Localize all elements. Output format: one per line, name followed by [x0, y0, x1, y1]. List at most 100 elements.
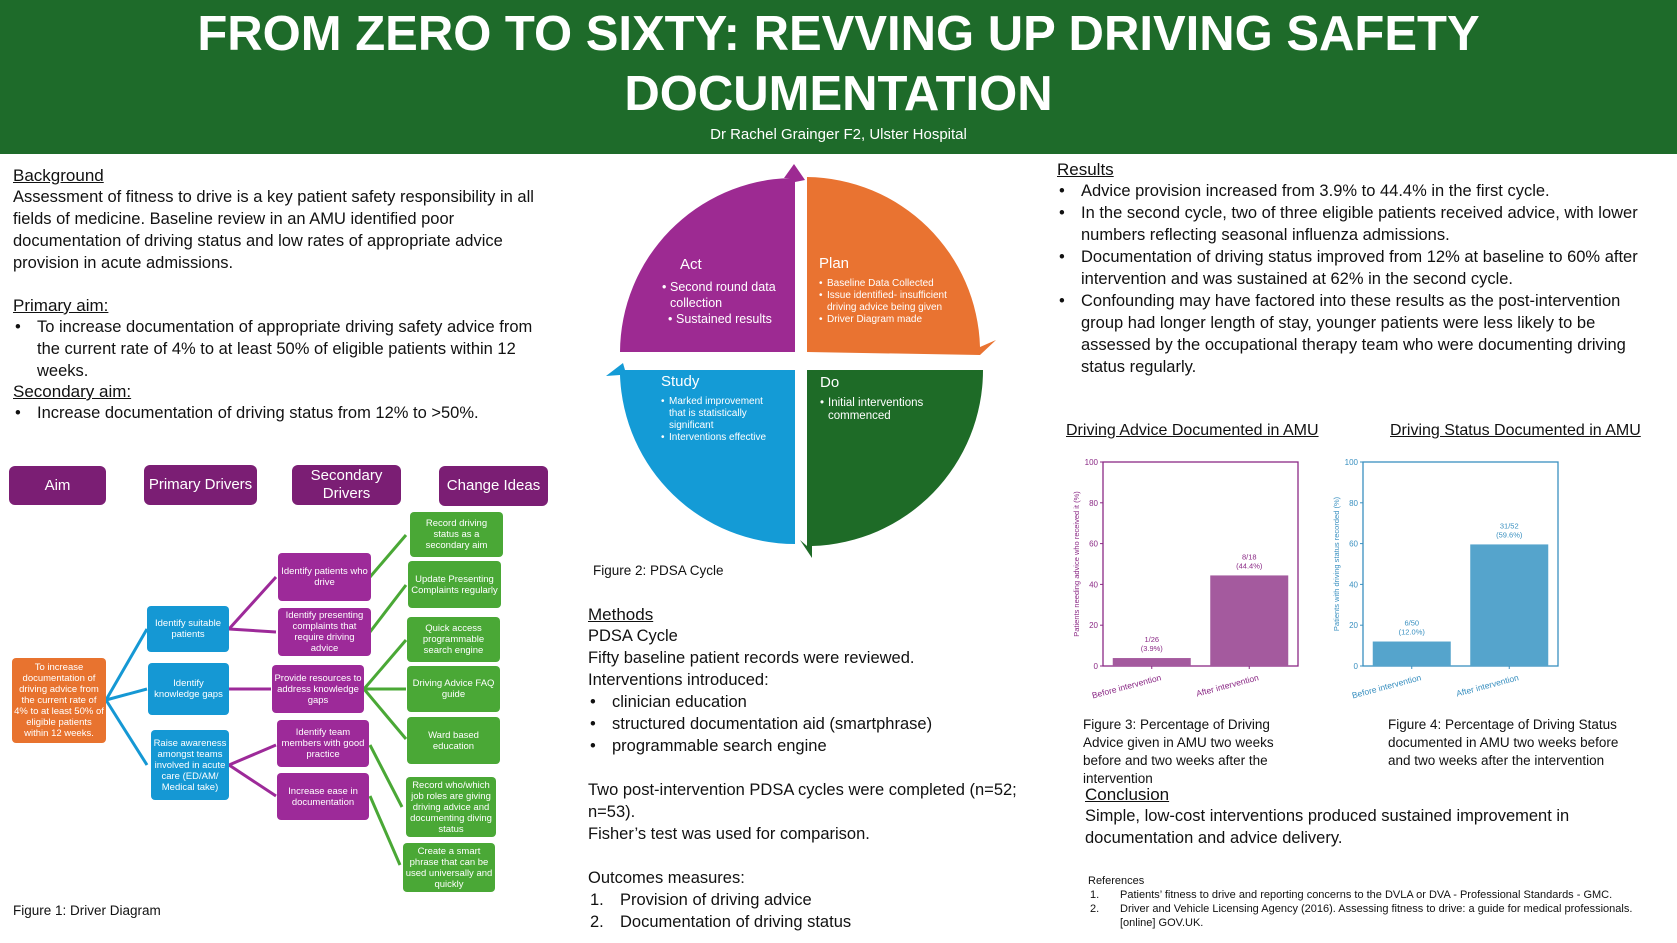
do-panel: Do Initial interventions commenced: [820, 374, 940, 423]
y-tick-label: 0: [1354, 662, 1359, 671]
methods-line: PDSA Cycle: [588, 627, 678, 645]
header-secondary-drivers: Secondary Drivers: [292, 465, 401, 505]
x-tick-label: After intervention: [1455, 672, 1520, 698]
plan-title: Plan: [819, 255, 850, 272]
x-tick-label: Before intervention: [1351, 672, 1423, 700]
methods-line: Interventions introduced:: [588, 671, 769, 689]
bar: [1372, 641, 1451, 666]
secondary-aim-heading: Secondary aim:: [13, 382, 132, 401]
secondary-driver: Identify team members with good practice: [277, 720, 369, 767]
act-item: Second round data collection: [662, 279, 792, 311]
header-aim: Aim: [9, 466, 106, 505]
chart2-title: Driving Status Documented in AMU: [1390, 422, 1641, 439]
plan-panel: Plan Baseline Data CollectedIssue identi…: [819, 255, 949, 326]
methods-line: Fifty baseline patient records were revi…: [588, 649, 915, 667]
plot-frame: [1102, 461, 1299, 667]
y-tick-label: 60: [1089, 540, 1098, 549]
primary-driver: Identify knowledge gaps: [148, 663, 229, 715]
change-idea: Ward based education: [407, 717, 500, 764]
results-item: Documentation of driving status improved…: [1057, 246, 1657, 290]
methods-cycles-text: Two post-intervention PDSA cycles were c…: [588, 781, 1017, 821]
conclusion-text: Simple, low-cost interventions produced …: [1085, 807, 1570, 847]
background-text: Assessment of fitness to drive is a key …: [13, 188, 534, 272]
background-section: Background Assessment of fitness to driv…: [13, 166, 543, 424]
intervention-item: clinician education: [588, 691, 1058, 713]
chart1-title: Driving Advice Documented in AMU: [1066, 422, 1319, 439]
y-tick-label: 40: [1089, 580, 1098, 589]
y-tick-label: 20: [1089, 621, 1098, 630]
results-item: Advice provision increased from 3.9% to …: [1057, 180, 1657, 202]
primary-driver: Identify suitable patients: [147, 606, 229, 652]
figure2-caption: Figure 2: PDSA Cycle: [593, 563, 724, 578]
data-label: (59.6%): [1496, 530, 1523, 539]
study-item: Marked improvement that is statistically…: [661, 396, 776, 432]
plot-frame: [1362, 461, 1559, 667]
figure3-caption: Figure 3: Percentage of Driving Advice g…: [1083, 717, 1274, 786]
data-label: 31/52: [1500, 521, 1519, 530]
results-item: Confounding may have factored into these…: [1057, 290, 1657, 378]
data-label: 1/26: [1144, 635, 1159, 644]
change-idea: Driving Advice FAQ guide: [407, 666, 500, 712]
results-section: Results Advice provision increased from …: [1057, 160, 1657, 378]
y-tick-label: 40: [1349, 580, 1358, 589]
bar: [1210, 575, 1289, 666]
do-title: Do: [820, 374, 840, 391]
change-idea: Create a smart phrase that can be used u…: [403, 843, 495, 892]
header-banner: FROM ZERO TO SIXTY: REVVING UP DRIVING S…: [0, 0, 1677, 154]
secondary-driver: Increase ease in documentation: [277, 773, 369, 820]
poster-author: Dr Rachel Grainger F2, Ulster Hospital: [710, 126, 967, 143]
plan-item: Baseline Data Collected: [819, 278, 949, 290]
bar: [1112, 658, 1191, 666]
y-tick-label: 20: [1349, 621, 1358, 630]
study-item: Interventions effective: [661, 432, 776, 444]
secondary-driver: Identify patients who drive: [278, 553, 371, 601]
data-label: 6/50: [1404, 619, 1419, 628]
y-tick-label: 80: [1089, 499, 1098, 508]
y-tick-label: 0: [1094, 662, 1099, 671]
y-tick-label: 60: [1349, 540, 1358, 549]
intervention-item: structured documentation aid (smartphras…: [588, 713, 1058, 735]
y-tick-label: 100: [1345, 458, 1359, 467]
x-tick-label: Before intervention: [1091, 672, 1163, 700]
y-tick-label: 100: [1085, 458, 1099, 467]
secondary-aim-item: Increase documentation of driving status…: [13, 402, 543, 424]
background-heading: Background: [13, 166, 104, 185]
data-label: (44.4%): [1236, 561, 1263, 570]
change-idea: Record who/which job roles are giving dr…: [406, 777, 496, 837]
primary-aim-heading: Primary aim:: [13, 296, 109, 315]
data-label: (3.9%): [1141, 644, 1164, 653]
study-title: Study: [661, 373, 700, 390]
data-label: (12.0%): [1399, 628, 1426, 637]
references-heading: References: [1088, 875, 1145, 887]
primary-driver: Raise awareness amongst teams involved i…: [151, 730, 229, 800]
results-heading: Results: [1057, 160, 1114, 179]
act-title: Act: [680, 256, 702, 273]
results-item: In the second cycle, two of three eligib…: [1057, 202, 1657, 246]
plan-item: Issue identified- insufficient driving a…: [819, 290, 949, 314]
do-item: Initial interventions commenced: [820, 397, 940, 423]
methods-section: Methods PDSA Cycle Fifty baseline patien…: [588, 605, 1058, 933]
driver-diagram-connectors: [104, 534, 408, 866]
change-idea: Record driving status as a secondary aim: [410, 512, 503, 557]
x-tick-label: After intervention: [1195, 672, 1260, 698]
secondary-driver: Identify presenting complaints that requ…: [278, 608, 371, 656]
primary-aim-item: To increase documentation of appropriate…: [13, 316, 543, 382]
methods-stats-text: Fisher’s test was used for comparison.: [588, 825, 870, 843]
methods-heading: Methods: [588, 605, 654, 624]
pdsa-wheel: [606, 164, 996, 558]
outcome-item: 1.Provision of driving advice: [590, 891, 812, 909]
data-label: 8/18: [1242, 552, 1257, 561]
intervention-item: programmable search engine: [588, 735, 1058, 757]
secondary-driver: Provide resources to address knowledge g…: [272, 665, 364, 713]
act-item: Sustained results: [668, 311, 792, 327]
study-panel: Study Marked improvement that is statist…: [661, 373, 776, 444]
aim-box: To increase documentation of driving adv…: [12, 658, 106, 743]
y-tick-label: 80: [1349, 499, 1358, 508]
figure1-caption: Figure 1: Driver Diagram: [13, 903, 161, 918]
conclusion-heading: Conclusion: [1085, 785, 1170, 804]
y-axis-label: Patients with driving status recorded (%…: [1332, 496, 1341, 631]
outcomes-heading: Outcomes measures:: [588, 869, 745, 887]
figure4-caption: Figure 4: Percentage of Driving Status d…: [1388, 717, 1619, 768]
